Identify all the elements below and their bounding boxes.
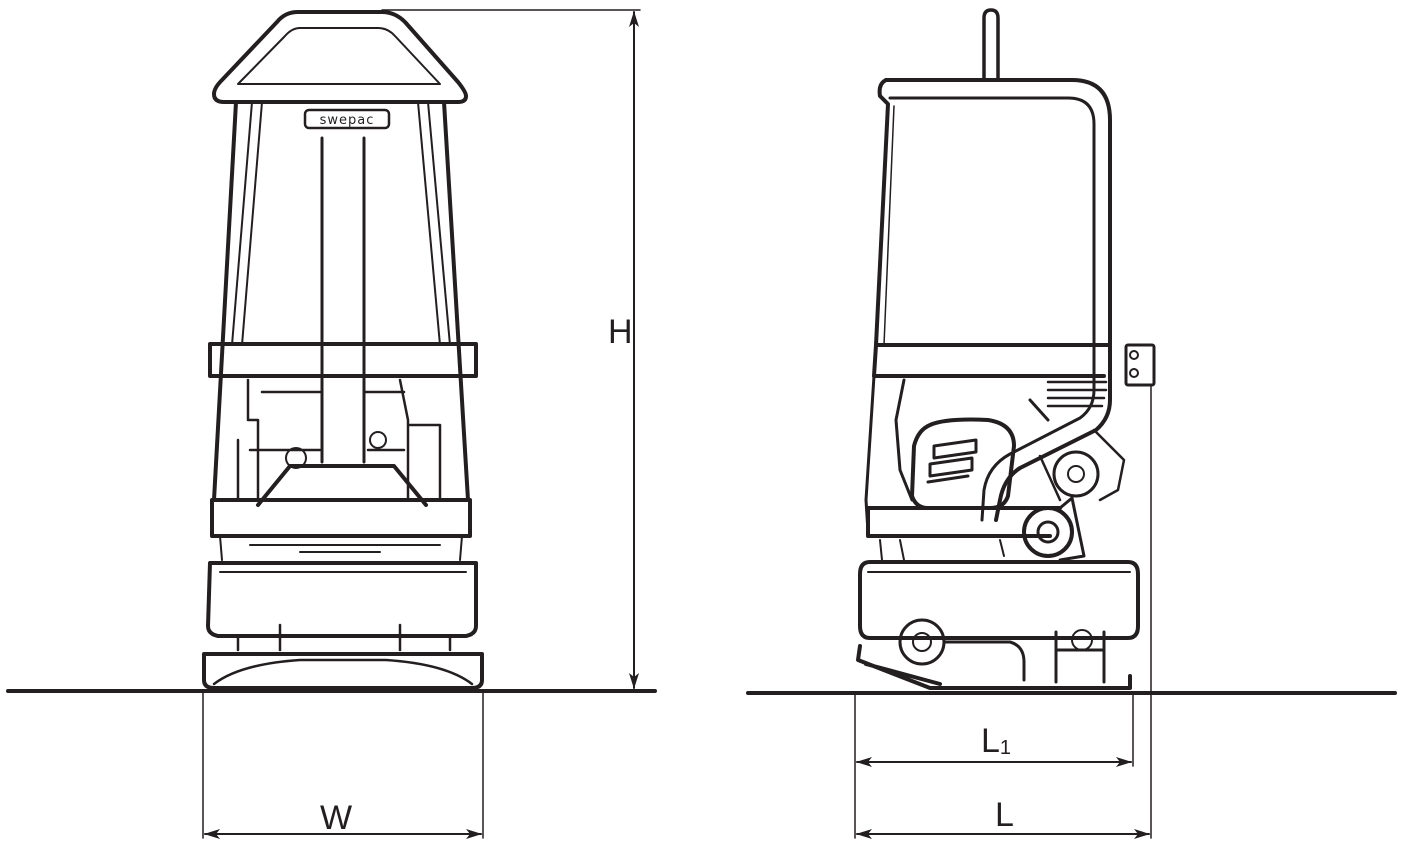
front-engine [236,378,442,502]
side-exciter-bolt [1071,629,1093,651]
side-air-filter [910,417,1016,510]
height-label: H [608,313,633,351]
front-logo: swepac [320,113,375,128]
front-logo-plate [303,108,391,130]
front-body [212,100,470,502]
side-bracket-bolt-top [1129,350,1139,360]
front-engine-part-right [369,431,387,449]
side-lower-frame [866,506,1062,538]
side-exciter-outer [898,618,946,666]
l1-label: L1 [981,722,1011,760]
front-hood [212,10,468,104]
side-rear-bracket [1124,343,1156,387]
side-front-face-inner [883,105,895,346]
front-view: swepac H W [6,9,657,839]
width-label: W [320,799,352,837]
side-pivot-outer [1022,506,1074,558]
side-under-frame [879,539,1005,561]
front-base-housing [206,561,478,638]
front-base-lower [236,623,452,652]
side-exciter-inner [912,632,932,652]
side-view: L1 L [746,8,1397,839]
side-exciter-housing [942,630,1106,684]
front-handle-base [256,464,428,507]
front-column [320,136,366,464]
side-bracket-bolt-bottom [1129,368,1139,378]
side-engine-rear [1038,428,1126,502]
front-plate [202,652,484,690]
front-body-inner [231,101,451,346]
side-pivot-arm [1058,496,1086,562]
front-lower-details [219,535,463,561]
side-drive-pulley [1052,450,1100,498]
side-pivot-inner [1036,520,1060,544]
front-band [208,342,478,378]
side-plate [856,644,1132,690]
side-lifting-lug [982,8,1000,82]
side-cooling-fins [1046,380,1108,408]
side-base-housing [858,560,1140,640]
l-label: L [995,796,1014,834]
front-hood-inner [237,27,441,85]
side-drive-pulley-hub [1067,465,1085,483]
side-front-face [874,78,890,347]
front-plate-curve [212,658,474,686]
side-band [872,343,1110,378]
front-lower-frame [210,498,472,538]
side-filter-slots [926,438,978,484]
side-top-cover [884,78,1112,522]
